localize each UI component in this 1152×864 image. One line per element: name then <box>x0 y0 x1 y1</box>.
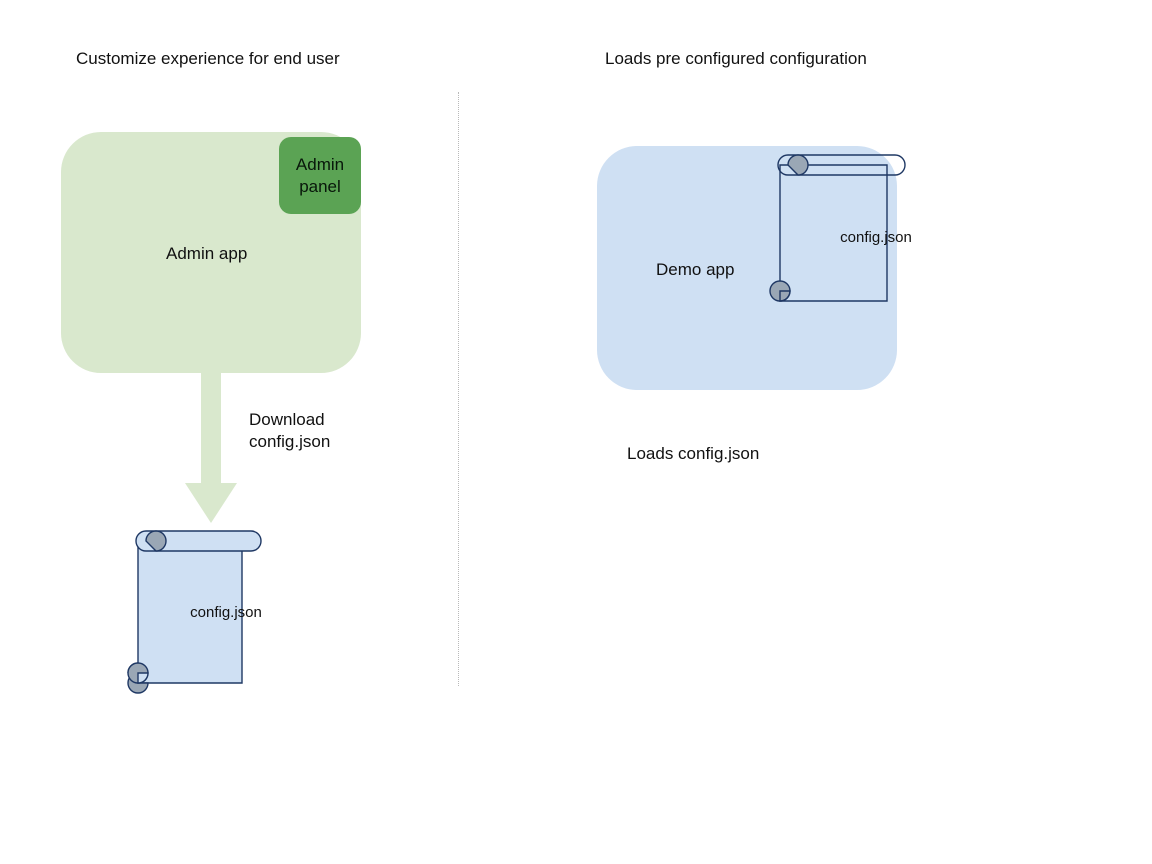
scroll-document-icon[interactable]: config.json <box>120 527 268 694</box>
scroll-document-label: config.json <box>840 229 912 246</box>
download-arrow-label-line1: Download <box>249 410 325 429</box>
download-arrow-label-line2: config.json <box>249 432 331 451</box>
arrow-down-icon <box>175 371 247 527</box>
download-arrow-label: Download config.json <box>249 409 330 453</box>
admin-panel-badge[interactable]: Admin panel <box>279 137 361 214</box>
loads-config-label: Loads config.json <box>627 444 760 463</box>
scroll-document-label: config.json <box>190 604 262 621</box>
demo-app-label: Demo app <box>656 260 735 279</box>
demo-app-box <box>597 146 897 390</box>
admin-app-label: Admin app <box>166 244 248 263</box>
right-section-caption: Loads pre configured configuration <box>605 49 867 68</box>
section-divider <box>458 92 459 686</box>
admin-panel-badge-label: Admin panel <box>295 154 345 196</box>
left-section-caption: Customize experience for end user <box>76 49 340 68</box>
scroll-document-icon[interactable]: config.json <box>762 151 914 309</box>
